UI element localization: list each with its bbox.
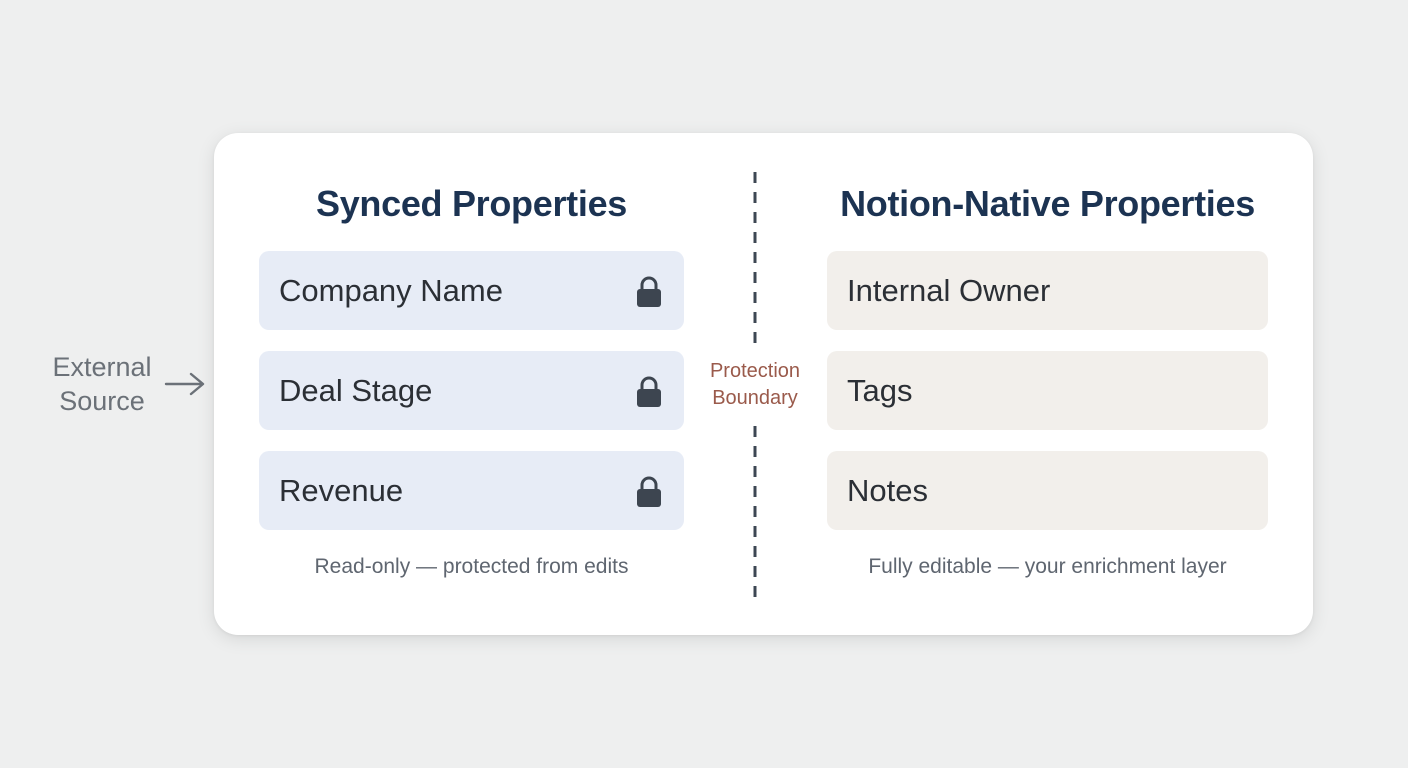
lock-icon (637, 276, 661, 307)
boundary-line1: Protection (709, 360, 801, 382)
property-label: Notes (847, 472, 928, 508)
external-source-label: External Source (40, 350, 164, 418)
native-properties-title: Notion-Native Properties (840, 183, 1255, 224)
synced-property-company-name: Company Name (259, 251, 684, 330)
lock-icon (637, 476, 661, 507)
boundary-divider-bottom (753, 426, 757, 598)
lock-icon (637, 376, 661, 407)
protection-boundary-label: Protection Boundary (690, 358, 820, 412)
native-property-notes: Notes (827, 451, 1268, 530)
synced-properties-title: Synced Properties (315, 183, 628, 224)
property-label: Deal Stage (279, 372, 433, 408)
boundary-divider-top (753, 172, 757, 344)
native-caption: Fully editable — your enrichment layer (868, 555, 1227, 578)
external-source-line1: External (52, 352, 152, 382)
synced-caption: Read-only — protected from edits (314, 555, 629, 578)
property-label: Tags (847, 372, 913, 408)
property-label: Internal Owner (847, 272, 1051, 308)
property-label: Revenue (279, 472, 404, 508)
boundary-line2: Boundary (712, 387, 798, 409)
external-source-line2: Source (59, 386, 145, 416)
synced-property-deal-stage: Deal Stage (259, 351, 684, 430)
native-property-tags: Tags (827, 351, 1268, 430)
native-property-internal-owner: Internal Owner (827, 251, 1268, 330)
property-label: Company Name (279, 272, 503, 308)
synced-property-revenue: Revenue (259, 451, 684, 530)
arrow-right-icon (164, 372, 205, 396)
